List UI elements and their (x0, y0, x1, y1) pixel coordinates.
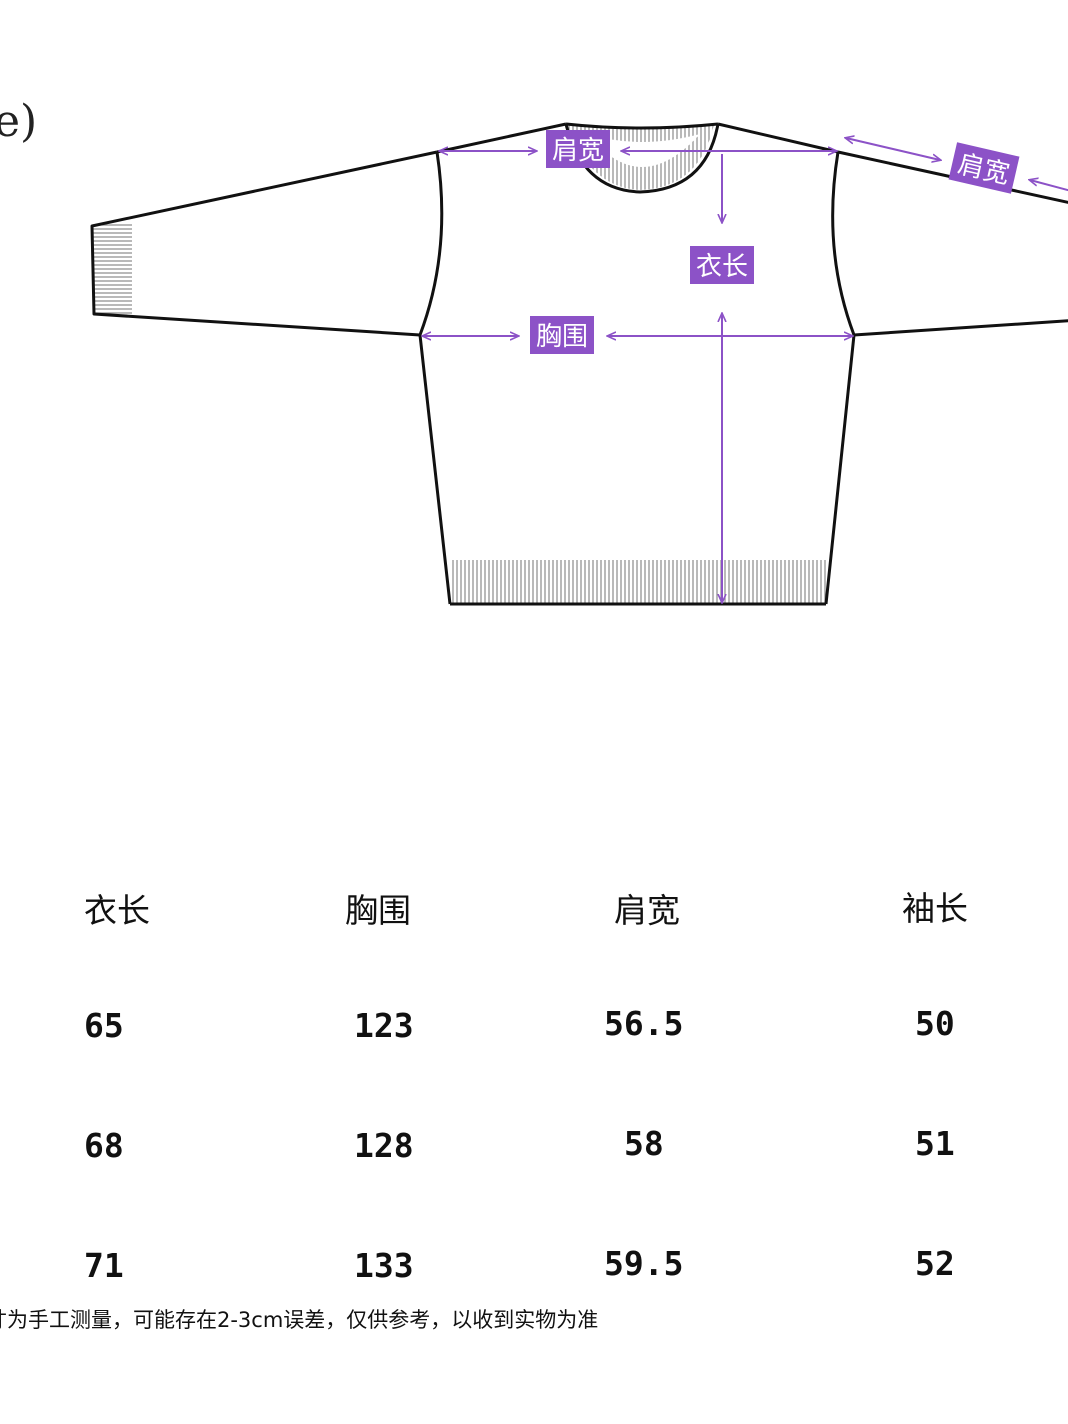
table-cell: 50 (915, 1004, 955, 1043)
measurement-lines (423, 138, 1068, 602)
table-cell: 133 (354, 1246, 414, 1285)
table-cell: 68 (84, 1126, 124, 1165)
corner-text: e) (0, 96, 38, 147)
table-cell: 59.5 (604, 1244, 684, 1283)
header-length: 衣长 (84, 891, 150, 930)
table-cell: 71 (84, 1246, 124, 1285)
hem-ribbing (450, 560, 826, 604)
table-cell: 128 (354, 1126, 414, 1165)
header-shoulder: 肩宽 (614, 891, 680, 930)
header-sleeve: 袖长 (902, 889, 968, 928)
svg-text:衣长: 衣长 (696, 252, 748, 282)
header-chest: 胸围 (345, 891, 411, 930)
label-shoulder-left: 肩宽 (546, 130, 610, 168)
table-cell: 65 (84, 1006, 124, 1045)
table-cell: 51 (915, 1124, 955, 1163)
left-cuff-ribbing (92, 222, 132, 316)
table-cell: 58 (624, 1124, 664, 1163)
footnote: 寸为手工测量，可能存在2-3cm误差，仅供参考，以收到实物为准 (0, 1308, 599, 1332)
svg-text:胸围: 胸围 (536, 322, 588, 352)
table-cell: 56.5 (604, 1004, 684, 1043)
label-shoulder-right: 肩宽 (948, 142, 1020, 194)
svg-text:肩宽: 肩宽 (552, 136, 604, 166)
label-chest: 胸围 (530, 316, 594, 354)
table-cell: 123 (354, 1006, 414, 1045)
sweater-outline (90, 122, 1068, 606)
sweater-diagram: 肩宽 肩宽 衣长 胸围 (90, 122, 1068, 606)
label-length: 衣长 (690, 246, 754, 284)
sleeve-arrow-seg-1 (846, 138, 940, 160)
table-cell: 52 (915, 1244, 955, 1283)
sleeve-arrow-seg-2 (1030, 180, 1068, 192)
